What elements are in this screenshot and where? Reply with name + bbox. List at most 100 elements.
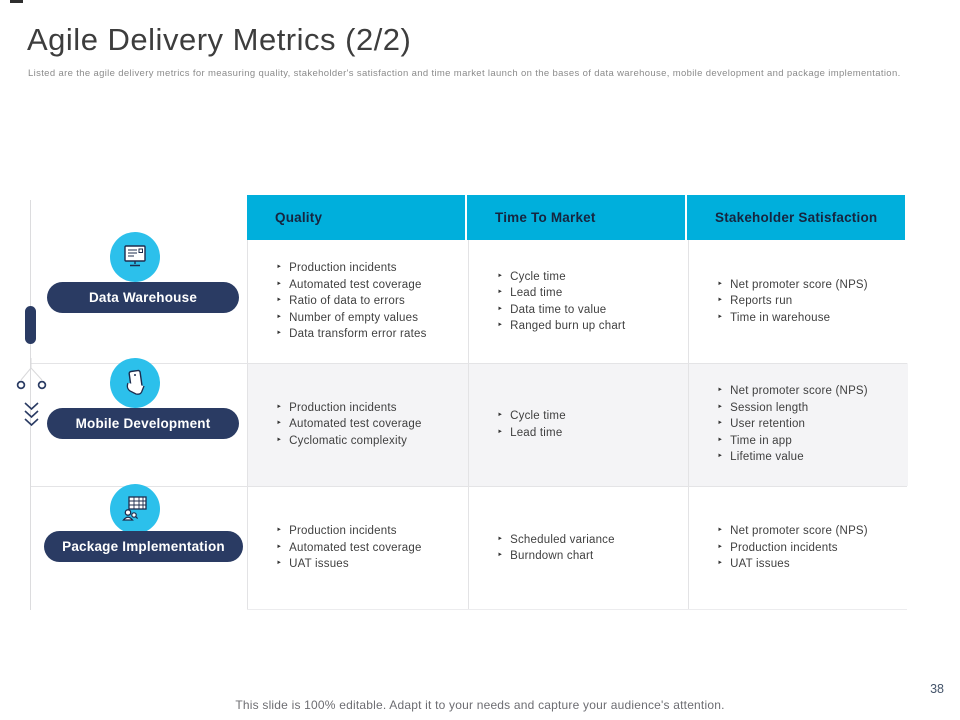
metric-item: ‣ Cycle time (497, 269, 625, 286)
metric-text: Cycle time (510, 410, 566, 422)
metric-text: Ratio of data to errors (289, 295, 405, 308)
bullet-icon: ‣ (717, 541, 724, 553)
page-subtitle: Listed are the agile delivery metrics fo… (28, 68, 901, 79)
table-header: Quality Time To Market Stakeholder Satis… (247, 195, 907, 240)
editable-note: This slide is 100% editable. Adapt it to… (235, 698, 725, 712)
presentation-person-icon (122, 496, 147, 521)
bullet-icon: ‣ (276, 558, 283, 570)
column-header-time-to-market: Time To Market (467, 195, 685, 240)
bullet-icon: ‣ (276, 525, 283, 537)
bullet-icon: ‣ (497, 270, 504, 282)
metric-text: Automated test coverage (289, 278, 422, 291)
metric-text: Net promoter score (NPS) (730, 385, 868, 398)
metric-item: ‣Automated test coverage (276, 277, 427, 294)
metric-text: UAT issues (289, 558, 349, 571)
metric-item: ‣ Ratio of data to errors (276, 293, 427, 310)
metric-item: ‣Net promoter score (NPS) (717, 523, 868, 540)
bullet-icon: ‣ (717, 385, 724, 397)
metric-text: Lifetime value (730, 451, 804, 464)
metric-text: Automated test coverage (289, 418, 422, 431)
metric-text: Net promoter score (NPS) (730, 278, 868, 291)
metric-item: ‣Time in app (717, 433, 868, 450)
bullet-icon: ‣ (276, 401, 283, 413)
bullet-icon: ‣ (497, 287, 504, 298)
bullet-icon: ‣ (276, 418, 283, 430)
bullet-icon: ‣ (717, 525, 724, 537)
bullet-icon: ‣ (717, 434, 724, 446)
metric-item: ‣ Scheduled variance (497, 532, 615, 549)
column-header-stakeholder-satisfaction: Stakeholder Satisfaction (687, 195, 905, 240)
metric-text: Data transform error rates (289, 328, 427, 341)
bullet-icon: ‣ (497, 426, 504, 438)
metric-text: Lead time (510, 426, 563, 439)
metric-item: ‣Automated test coverage (276, 540, 422, 557)
metric-item: ‣ Production incidents (717, 540, 868, 557)
metric-text: Production incidents (289, 401, 397, 414)
bullet-icon: ‣ (276, 295, 283, 307)
bullet-icon: ‣ (497, 410, 504, 421)
cell-data-warehouse-time-to-market: ‣Cycle time‣Lead time‣Data time to value… (468, 240, 688, 363)
row-divider-line (30, 363, 907, 364)
package-implementation-icon-circle (110, 484, 160, 534)
cell-mobile-development-stakeholder: ‣ Net promoter score (NPS) ‣ Session length… (688, 363, 908, 486)
metric-item: ‣ Net promoter score (NPS) (717, 383, 868, 400)
metric-item: ‣ Burndown chart (497, 548, 615, 565)
bullet-icon: ‣ (717, 418, 724, 430)
row-divider-line (30, 486, 907, 487)
metric-item: ‣ Lead time (497, 285, 625, 302)
metric-item: ‣ UAT issues (276, 556, 422, 573)
chevron-down-icon (24, 402, 39, 427)
timeline-line (30, 200, 31, 610)
table-body: ‣Production incidents‣Automated test cov… (247, 240, 908, 610)
metric-text: Session length (730, 401, 809, 414)
data-warehouse-icon-circle (110, 232, 160, 282)
bullet-icon: ‣ (276, 328, 283, 340)
metric-text: Cycle time (510, 270, 566, 283)
bullet-icon: ‣ (717, 278, 724, 290)
metric-item: ‣ Lead time (497, 425, 566, 442)
row-label-mobile-development: Mobile Development (47, 408, 239, 439)
bullet-icon: ‣ (717, 451, 724, 463)
table-bottom-line (247, 609, 907, 610)
bullet-icon: ‣ (497, 303, 504, 315)
timeline-capsule (25, 306, 36, 344)
metric-text: Production incidents (289, 525, 397, 538)
metric-text: Number of empty values (289, 311, 419, 324)
metric-item: ‣ Lifetime value (717, 449, 868, 466)
row-label-data-warehouse: Data Warehouse (47, 282, 239, 313)
metric-item: ‣ Net promoter score (NPS) (717, 277, 868, 294)
metric-item: ‣Reports run (717, 293, 868, 310)
metric-item: ‣Ranged burn up chart (497, 318, 625, 335)
metric-text: Production incidents (289, 262, 397, 275)
cell-package-implementation-quality: ‣Production incidents‣Automated test cov… (248, 486, 468, 610)
metric-text: User retention (730, 418, 806, 431)
bullet-icon: ‣ (497, 533, 504, 545)
bullet-icon: ‣ (497, 550, 504, 561)
bullet-icon: ‣ (276, 311, 283, 323)
metric-text: UAT issues (730, 558, 790, 571)
cell-data-warehouse-stakeholder: ‣Net promoter score (NPS)‣Reports run‣Ti… (688, 240, 908, 363)
page-title: Agile Delivery Metrics (2/2) (27, 22, 412, 57)
metric-item: ‣ Data transform error rates (276, 326, 427, 343)
metric-text: Cyclomatic complexity (289, 434, 408, 447)
hand-smartphone-icon (126, 369, 145, 395)
bullet-icon: ‣ (717, 401, 724, 413)
metric-text: Reports run (730, 295, 793, 308)
metric-item: ‣ Production incidents (276, 400, 422, 417)
metric-text: Production incidents (730, 541, 838, 554)
column-header-quality: Quality (247, 195, 465, 240)
metric-text: Lead time (510, 287, 563, 299)
metric-text: Automated test coverage (289, 541, 422, 554)
metric-text: Burndown chart (510, 550, 594, 562)
bullet-icon: ‣ (717, 558, 724, 570)
cell-data-warehouse-quality: ‣Production incidents‣Automated test cov… (248, 240, 468, 363)
bullet-icon: ‣ (497, 320, 504, 331)
metric-item: ‣ User retention (717, 416, 868, 433)
metric-text: Scheduled variance (510, 533, 615, 546)
metric-item: ‣ UAT issues (717, 556, 868, 573)
metric-item: ‣ Automated test coverage (276, 416, 422, 433)
bullet-icon: ‣ (276, 434, 283, 446)
bullet-icon: ‣ (717, 311, 724, 323)
bullet-icon: ‣ (276, 262, 283, 274)
page-number: 38 (930, 682, 944, 696)
